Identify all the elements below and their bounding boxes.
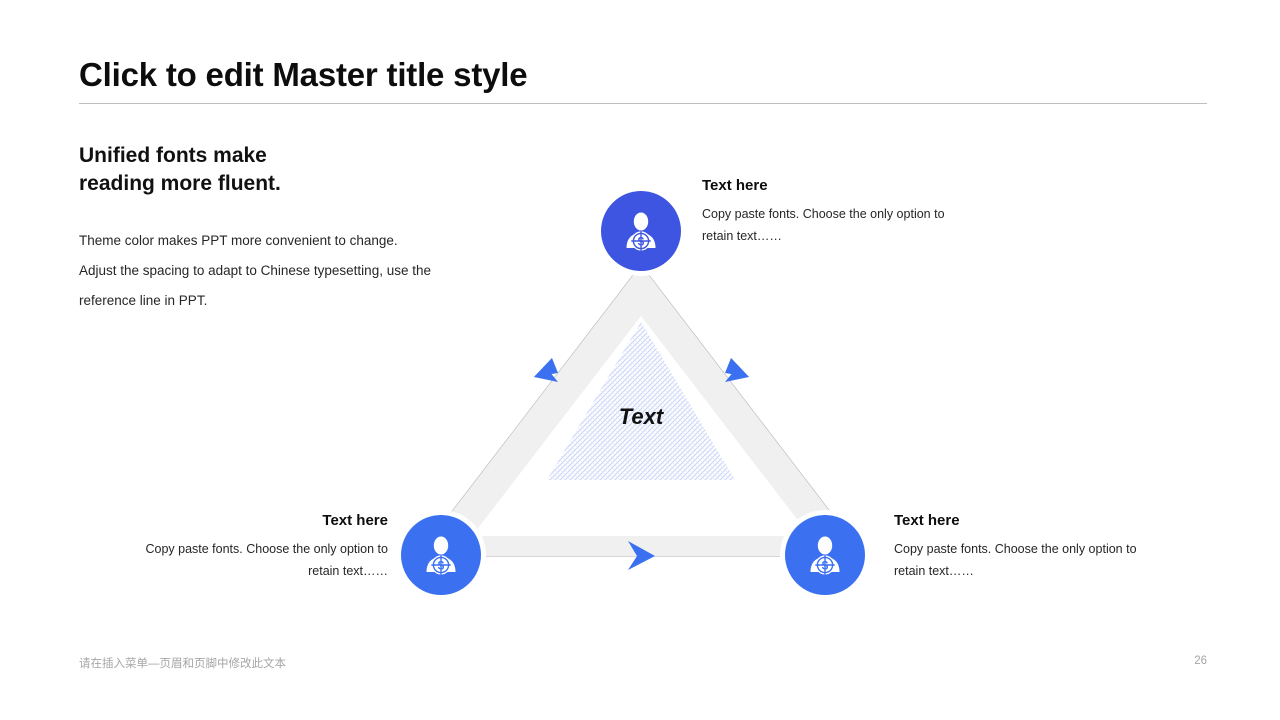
- node-right-label[interactable]: Text here Copy paste fonts. Choose the o…: [894, 512, 1194, 582]
- left-edge-arrow-icon: [534, 358, 558, 382]
- node-left-disc: [401, 515, 481, 595]
- svg-text:$: $: [638, 236, 645, 248]
- user-money-icon: $: [785, 515, 865, 595]
- node-left[interactable]: $: [396, 510, 486, 600]
- intro-body[interactable]: Theme color makes PPT more convenient to…: [79, 226, 511, 316]
- intro-body-line2: Adjust the spacing to adapt to Chinese t…: [79, 263, 431, 278]
- user-money-icon: $: [601, 191, 681, 271]
- node-right-body: Copy paste fonts. Choose the only option…: [894, 538, 1194, 582]
- node-left-body: Copy paste fonts. Choose the only option…: [100, 538, 388, 582]
- node-left-body-line2: retain text……: [308, 564, 388, 578]
- node-left-body-line1: Copy paste fonts. Choose the only option…: [145, 542, 388, 556]
- footer-note[interactable]: 请在插入菜单—页眉和页脚中修改此文本: [79, 658, 286, 670]
- page-number: 26: [1194, 655, 1207, 667]
- node-left-label[interactable]: Text here Copy paste fonts. Choose the o…: [100, 512, 388, 582]
- intro-body-line3: reference line in PPT.: [79, 293, 208, 308]
- node-right-disc: [785, 515, 865, 595]
- center-text-label[interactable]: Text: [618, 404, 664, 429]
- page-title[interactable]: Click to edit Master title style: [79, 56, 528, 93]
- node-top-body-line1: Copy paste fonts. Choose the only option…: [702, 207, 945, 221]
- bottom-edge-arrow-icon: [628, 541, 655, 570]
- node-right[interactable]: $: [780, 510, 870, 600]
- inner-hatched-triangle-fill: [547, 322, 735, 480]
- title-divider: [79, 103, 1207, 104]
- svg-text:$: $: [822, 560, 829, 572]
- node-right-body-line2: retain text……: [894, 564, 974, 578]
- node-top-disc: [601, 191, 681, 271]
- node-top-body-line2: retain text……: [702, 229, 782, 243]
- node-top-body: Copy paste fonts. Choose the only option…: [702, 203, 1002, 247]
- node-top-label[interactable]: Text here Copy paste fonts. Choose the o…: [702, 177, 1002, 247]
- intro-heading-line1: Unified fonts make: [79, 144, 267, 167]
- node-top-title: Text here: [702, 177, 768, 194]
- user-money-icon: $: [401, 515, 481, 595]
- node-left-title: Text here: [322, 512, 388, 529]
- svg-text:$: $: [438, 560, 445, 572]
- node-right-body-line1: Copy paste fonts. Choose the only option…: [894, 542, 1137, 556]
- right-edge-arrow-icon: [725, 358, 749, 382]
- node-top[interactable]: $: [596, 186, 686, 276]
- intro-heading[interactable]: Unified fonts make reading more fluent.: [79, 142, 509, 198]
- intro-body-line1: Theme color makes PPT more convenient to…: [79, 233, 398, 248]
- intro-heading-line2: reading more fluent.: [79, 172, 281, 195]
- node-right-title: Text here: [894, 512, 960, 529]
